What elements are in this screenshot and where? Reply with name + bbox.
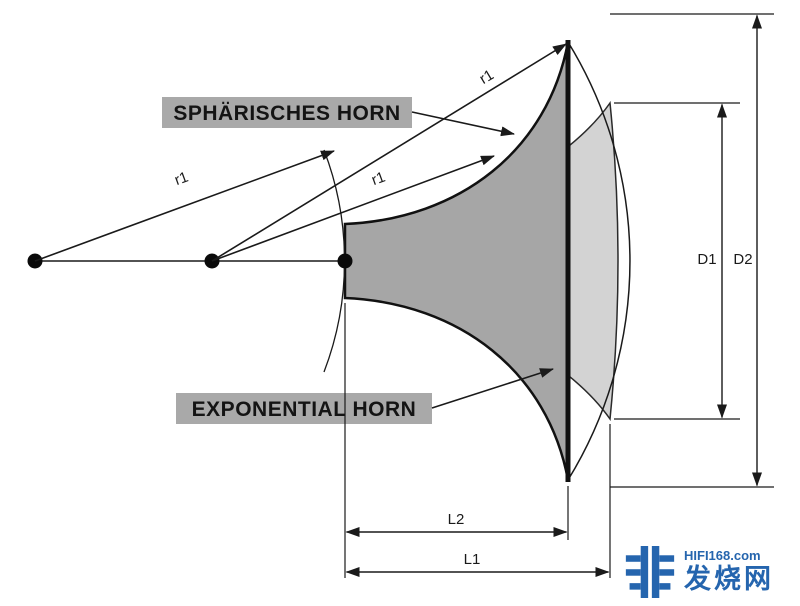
- spherical-horn-callout: SPHÄRISCHES HORN: [162, 97, 515, 137]
- exponential-horn-label-box: [176, 393, 432, 424]
- radius-label-2: r1: [369, 169, 387, 190]
- spherical-horn-label: SPHÄRISCHES HORN: [173, 102, 400, 125]
- spherical-horn-leader-arrow: [411, 111, 515, 137]
- radius-label-1: r1: [172, 169, 190, 190]
- mouth-wavefront-arc: [567, 41, 631, 481]
- d2-label: D2: [733, 251, 752, 268]
- l1-label: L1: [464, 551, 481, 568]
- l2-label: L2: [448, 511, 465, 528]
- d1-label: D1: [697, 251, 716, 268]
- watermark-text: HIFI168.com 发烧网: [684, 548, 774, 595]
- radius-arrow-2: [211, 155, 495, 262]
- radius-label-3: r1: [477, 66, 497, 87]
- watermark: HIFI168.com 发烧网: [624, 544, 774, 600]
- radius-arrow-3: [211, 43, 567, 262]
- exponential-horn-callout: EXPONENTIAL HORN: [176, 368, 554, 424]
- spherical-horn-label-box: [162, 97, 412, 128]
- pixel-fei-icon: [625, 546, 675, 598]
- exponential-horn-label: EXPONENTIAL HORN: [192, 398, 417, 421]
- exponential-horn-leader-arrow: [431, 368, 554, 409]
- watermark-brand: 发烧网: [684, 563, 774, 594]
- apex-dot-3: [337, 253, 353, 269]
- watermark-site: HIFI168.com: [684, 548, 761, 563]
- radius-arrow-1: [34, 150, 335, 262]
